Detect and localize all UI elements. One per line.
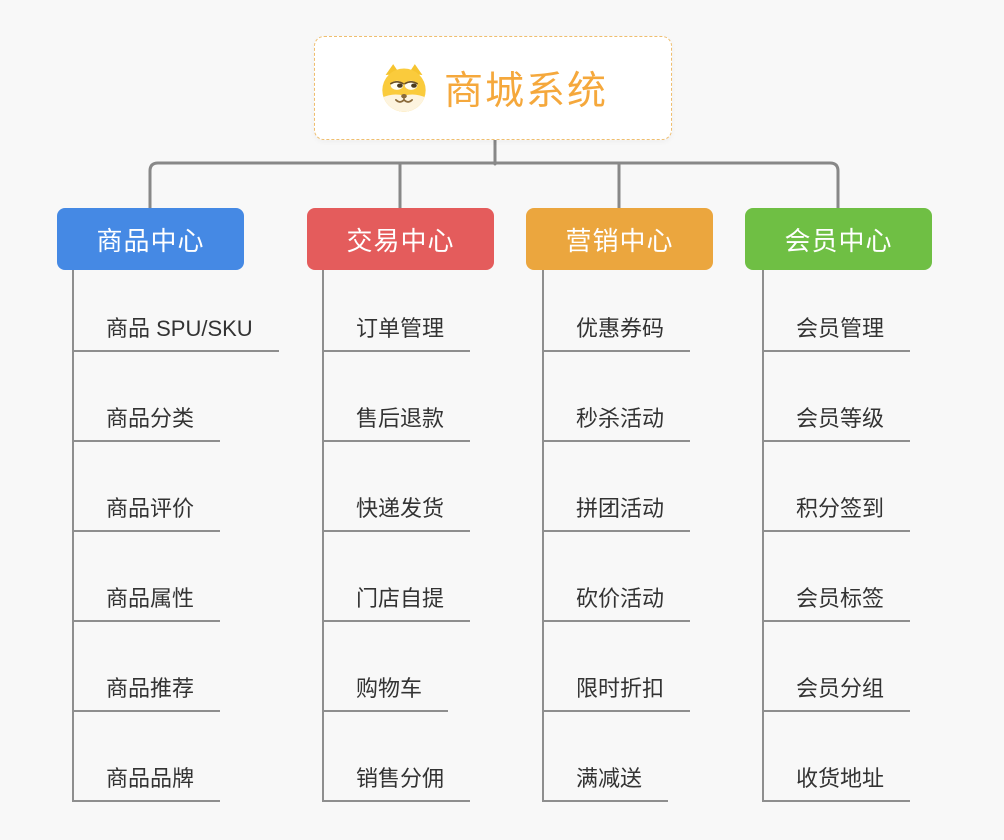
child-node-label: 优惠券码: [544, 311, 691, 352]
child-node-label: 会员分组: [764, 671, 911, 712]
branch-node-marketing-center[interactable]: 营销中心: [526, 208, 713, 270]
connector-path: [148, 138, 840, 212]
branch-node-label: 商品中心: [96, 225, 205, 256]
shiba-dog-icon: [382, 64, 426, 112]
branch-children-member-center: 会员管理 会员等级 积分签到 会员标签 会员分组 收货地址: [762, 270, 911, 802]
child-node[interactable]: 秒杀活动: [544, 352, 691, 442]
child-node-label: 商品评价: [74, 491, 221, 532]
branch-node-trade-center[interactable]: 交易中心: [307, 208, 494, 270]
branch-children-marketing-center: 优惠券码 秒杀活动 拼团活动 砍价活动 限时折扣 满减送: [542, 270, 691, 802]
child-node-label: 快递发货: [324, 491, 471, 532]
branch-node-label: 交易中心: [346, 225, 455, 256]
child-node-label: 订单管理: [324, 311, 471, 352]
root-node-title: 商城系统: [443, 70, 608, 113]
child-node[interactable]: 快递发货: [324, 442, 471, 532]
child-node-label: 会员等级: [764, 401, 911, 442]
child-node[interactable]: 会员分组: [764, 622, 911, 712]
child-node-label: 门店自提: [324, 581, 471, 622]
child-node-label: 限时折扣: [544, 671, 691, 712]
child-node[interactable]: 商品品牌: [74, 712, 279, 802]
child-node[interactable]: 砍价活动: [544, 532, 691, 622]
branch-node-member-center[interactable]: 会员中心: [745, 208, 932, 270]
child-node-label: 会员管理: [764, 311, 911, 352]
branch-children-trade-center: 订单管理 售后退款 快递发货 门店自提 购物车 销售分佣: [322, 270, 471, 802]
branch-children-product-center: 商品 SPU/SKU 商品分类 商品评价 商品属性 商品推荐 商品品牌: [72, 270, 279, 802]
child-node-label: 积分签到: [764, 491, 911, 532]
branch-node-label: 会员中心: [784, 225, 893, 256]
child-node[interactable]: 购物车: [324, 622, 470, 712]
child-node-label: 商品 SPU/SKU: [74, 311, 279, 352]
child-node-label: 砍价活动: [544, 581, 691, 622]
child-node[interactable]: 满减送: [544, 712, 690, 802]
child-node[interactable]: 拼团活动: [544, 442, 691, 532]
child-node[interactable]: 会员管理: [764, 270, 911, 352]
child-node-label: 商品推荐: [74, 671, 221, 712]
child-node-label: 销售分佣: [324, 761, 471, 802]
child-node[interactable]: 订单管理: [324, 270, 471, 352]
child-node-label: 售后退款: [324, 401, 471, 442]
child-node[interactable]: 商品评价: [74, 442, 279, 532]
child-node-label: 商品属性: [74, 581, 221, 622]
child-node-label: 购物车: [324, 671, 449, 712]
child-node[interactable]: 会员标签: [764, 532, 911, 622]
child-node[interactable]: 优惠券码: [544, 270, 691, 352]
child-node[interactable]: 商品推荐: [74, 622, 279, 712]
child-node[interactable]: 积分签到: [764, 442, 911, 532]
child-node[interactable]: 售后退款: [324, 352, 471, 442]
root-node[interactable]: 商城系统: [314, 36, 672, 140]
child-node[interactable]: 门店自提: [324, 532, 471, 622]
child-node[interactable]: 收货地址: [764, 712, 911, 802]
child-node-label: 秒杀活动: [544, 401, 691, 442]
child-node-label: 收货地址: [764, 761, 911, 802]
child-node-label: 拼团活动: [544, 491, 691, 532]
child-node[interactable]: 商品 SPU/SKU: [74, 270, 279, 352]
branch-node-product-center[interactable]: 商品中心: [57, 208, 244, 270]
child-node[interactable]: 会员等级: [764, 352, 911, 442]
branch-node-label: 营销中心: [565, 225, 674, 256]
child-node-label: 商品分类: [74, 401, 221, 442]
child-node-label: 满减送: [544, 761, 669, 802]
child-node[interactable]: 销售分佣: [324, 712, 471, 802]
child-node[interactable]: 限时折扣: [544, 622, 691, 712]
child-node-label: 商品品牌: [74, 761, 221, 802]
child-node-label: 会员标签: [764, 581, 911, 622]
child-node[interactable]: 商品分类: [74, 352, 279, 442]
child-node[interactable]: 商品属性: [74, 532, 279, 622]
